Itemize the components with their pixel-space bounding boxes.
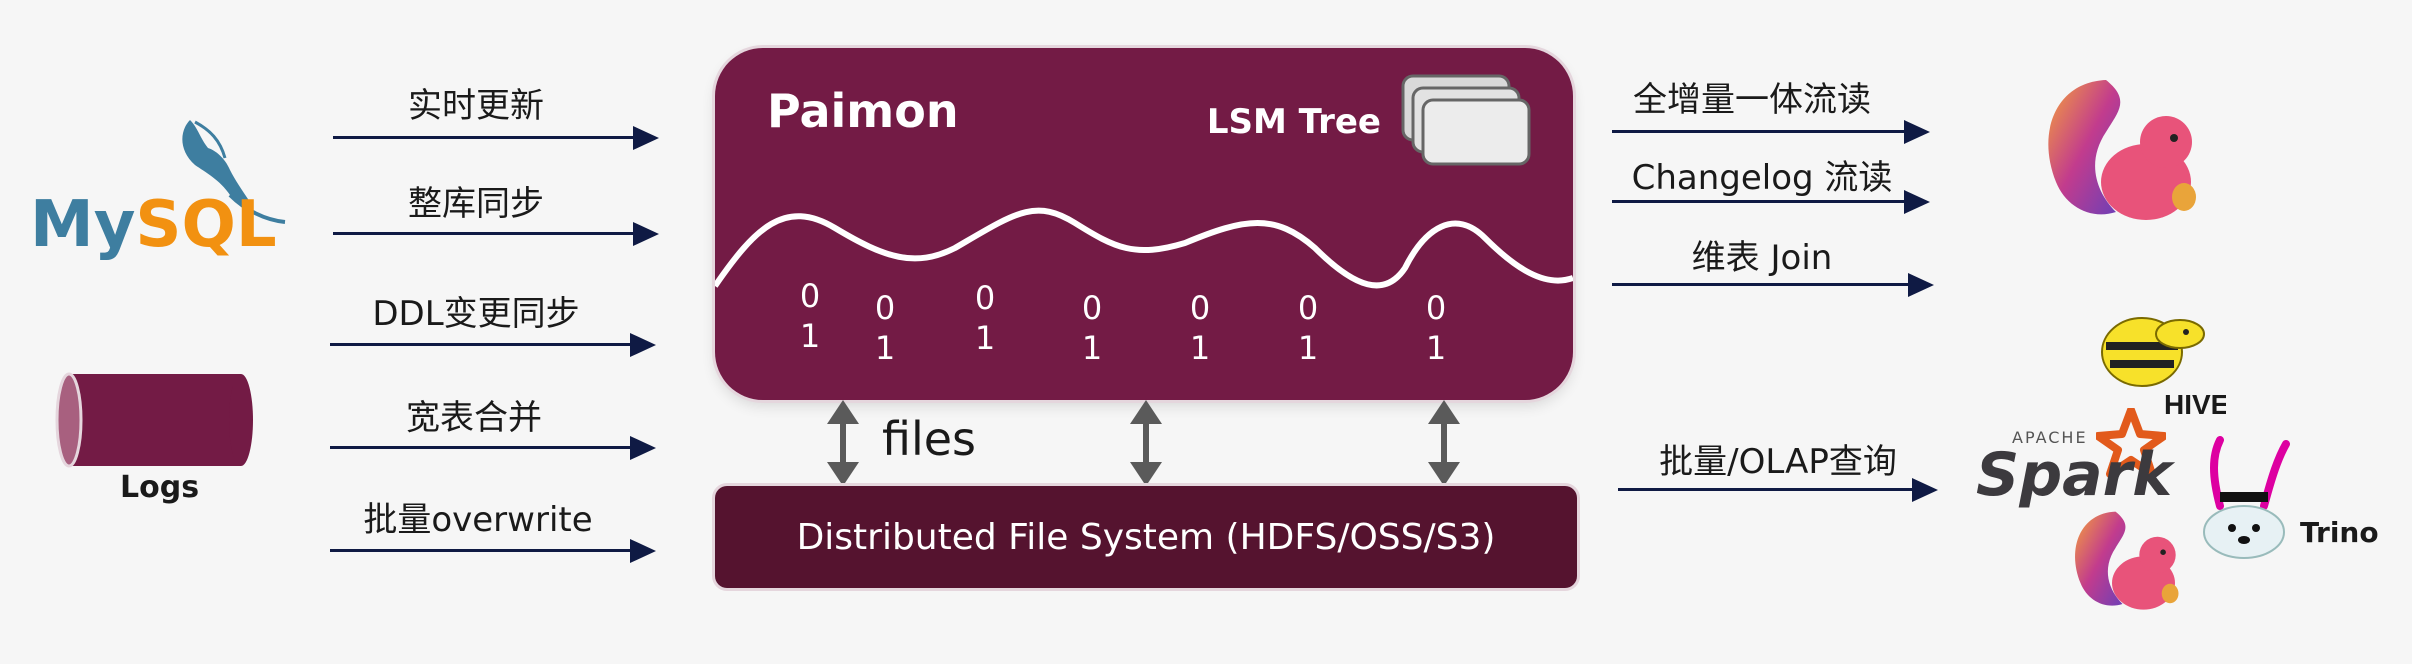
input-arrow-realtime <box>333 126 659 150</box>
trino-text: Trino <box>2300 516 2379 549</box>
input-label-db-sync: 整库同步 <box>408 184 544 224</box>
files-arrow-right <box>1428 400 1460 486</box>
output-label-changelog: Changelog 流读 <box>1631 158 1893 198</box>
mysql-logo: MySQL <box>30 110 300 270</box>
output-label-unified-stream: 全增量一体流读 <box>1633 80 1871 120</box>
flink-squirrel-icon <box>2075 511 2179 610</box>
mysql-my: My <box>30 188 136 262</box>
spark-text: Spark <box>1976 440 2173 510</box>
output-arrow-unified-stream <box>1612 120 1930 144</box>
output-label-lookup-join: 维表 Join <box>1691 238 1833 278</box>
input-arrow-batch-overwrite <box>330 539 656 563</box>
dolphin-icon <box>182 120 286 224</box>
input-label-wide-table: 宽表合并 <box>406 398 542 438</box>
mysql-sql: SQL <box>135 188 277 262</box>
lsm-tree-label: LSM Tree <box>1206 102 1381 142</box>
input-arrow-db-sync <box>333 222 659 246</box>
paimon-title: Paimon <box>767 84 959 138</box>
data-wave <box>715 207 1573 289</box>
files-label: files <box>882 412 977 466</box>
input-arrow-wide-table <box>330 436 656 460</box>
files-arrow-middle <box>1130 400 1162 486</box>
hive-bee-icon: HIVE <box>2101 317 2226 418</box>
spark-star-icon <box>2096 408 2166 478</box>
output-arrow-batch-olap <box>1618 478 1938 502</box>
input-arrow-ddl-sync <box>330 333 656 357</box>
dfs-label: Distributed File System (HDFS/OSS/S3) <box>796 516 1496 558</box>
lsm-stack-icon <box>1399 72 1531 176</box>
input-label-ddl-sync: DDL变更同步 <box>372 294 580 334</box>
input-label-batch-overwrite: 批量overwrite <box>363 500 593 540</box>
logs-cylinder-icon <box>55 372 255 468</box>
spark-apache-text: APACHE <box>2012 428 2088 447</box>
flink-squirrel-icon <box>2048 80 2196 220</box>
input-label-realtime: 实时更新 <box>408 86 544 126</box>
spark-logo: APACHE Spark <box>1976 408 2176 518</box>
trino-bunny-icon <box>2203 436 2290 559</box>
output-arrow-lookup-join <box>1612 273 1934 297</box>
output-arrow-changelog <box>1612 190 1930 214</box>
files-arrow-left <box>827 400 859 486</box>
output-label-batch-olap: 批量/OLAP查询 <box>1659 442 1897 482</box>
logs-label: Logs <box>120 470 200 505</box>
hive-text: HIVE <box>2164 389 2226 418</box>
dfs-box: Distributed File System (HDFS/OSS/S3) <box>715 486 1577 588</box>
